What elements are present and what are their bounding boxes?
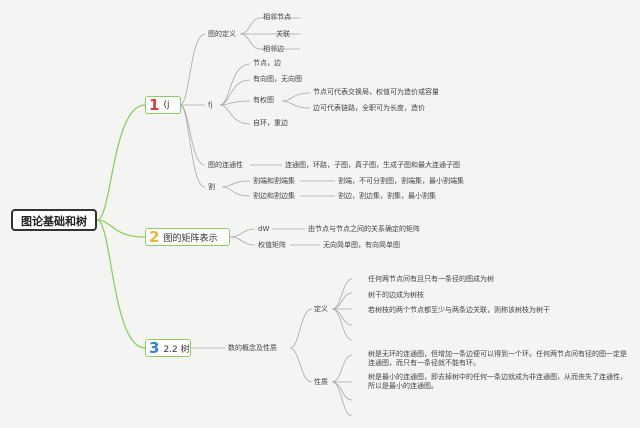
fj-item-directed[interactable]: 有向图，无向图	[253, 75, 302, 83]
tree-prop-item-2[interactable]: 树是最小的连通图，即去掉树中的任何一条边就成为非连通图，从而丧失了连通性，所以是…	[368, 373, 627, 390]
branch-number-2: 2	[149, 228, 160, 246]
root-node[interactable]: 图论基础和树	[11, 209, 97, 231]
fj-item-weighted[interactable]: 有权图	[253, 96, 274, 104]
def-item-incidence[interactable]: 关联	[276, 30, 290, 38]
def-item-adjacent-edges[interactable]: 相邻边	[263, 45, 284, 53]
def-item-adjacent-nodes[interactable]: 相邻节点	[263, 13, 291, 21]
branch-label-2: 图的矩阵表示	[163, 233, 218, 244]
cut-vertex-text[interactable]: 割端，不可分割图，割端集，最小割端集	[338, 177, 464, 185]
tree-def-item-2[interactable]: 树干的边成为树枝	[368, 291, 424, 299]
cut-edge-text[interactable]: 割边，割边集，割集，最小割集	[338, 192, 436, 200]
branch-number-1: 1	[149, 96, 160, 114]
weighted-item-2[interactable]: 边可代表链路，全职可为长度，造价	[313, 104, 425, 112]
tree-def-item-1[interactable]: 任何两节点间有且只有一条径的图成为树	[368, 275, 494, 283]
tree-concept-label[interactable]: 数的概念及性质	[228, 344, 277, 352]
cut-label[interactable]: 割	[208, 183, 215, 191]
tree-prop-item-1[interactable]: 树是无环的连通图，但增加一条边便可以得到一个环。任何两节点间有径的图一定是连通图…	[368, 350, 627, 367]
cut-vertex-label[interactable]: 割端和割端集	[253, 177, 295, 185]
connectivity-text[interactable]: 连通图，环路，子图，真子图，生成子图和最大连通子图	[285, 161, 460, 169]
weighted-item-1[interactable]: 节点可代表交换局，权值可为造价或容量	[313, 88, 439, 96]
tree-def-item-3[interactable]: 若树枝的两个节点都至少与两条边关联，则称该树枝为树干	[368, 306, 550, 314]
branch-label-1: (j	[163, 100, 170, 110]
matrix-dw-text[interactable]: 由节点与节点之间的关系确定的矩阵	[308, 225, 420, 233]
branch-node-2[interactable]: 2 图的矩阵表示	[145, 228, 230, 246]
fj-label[interactable]: fj	[208, 101, 213, 109]
fj-item-selfloop[interactable]: 自环，重边	[253, 119, 288, 127]
branch-label-3: 2.2 树	[163, 344, 190, 355]
branch-node-1[interactable]: 1 (j	[145, 96, 181, 114]
tree-definition-label[interactable]: 定义	[314, 305, 328, 313]
connectivity-label[interactable]: 图的连通性	[208, 161, 243, 169]
tree-property-label[interactable]: 性质	[314, 378, 328, 386]
weight-matrix-label[interactable]: 权值矩阵	[258, 241, 286, 249]
branch-number-3: 3	[149, 339, 160, 357]
graph-definition-label[interactable]: 图的定义	[208, 30, 236, 38]
cut-edge-label[interactable]: 割边和割边集	[253, 192, 295, 200]
branch-node-3[interactable]: 3 2.2 树	[145, 339, 191, 357]
matrix-dw-label[interactable]: dW	[258, 225, 270, 233]
weight-matrix-text[interactable]: 无向简单图，有向简单图	[323, 241, 400, 249]
fj-item-nodes-edges[interactable]: 节点，边	[253, 59, 281, 67]
